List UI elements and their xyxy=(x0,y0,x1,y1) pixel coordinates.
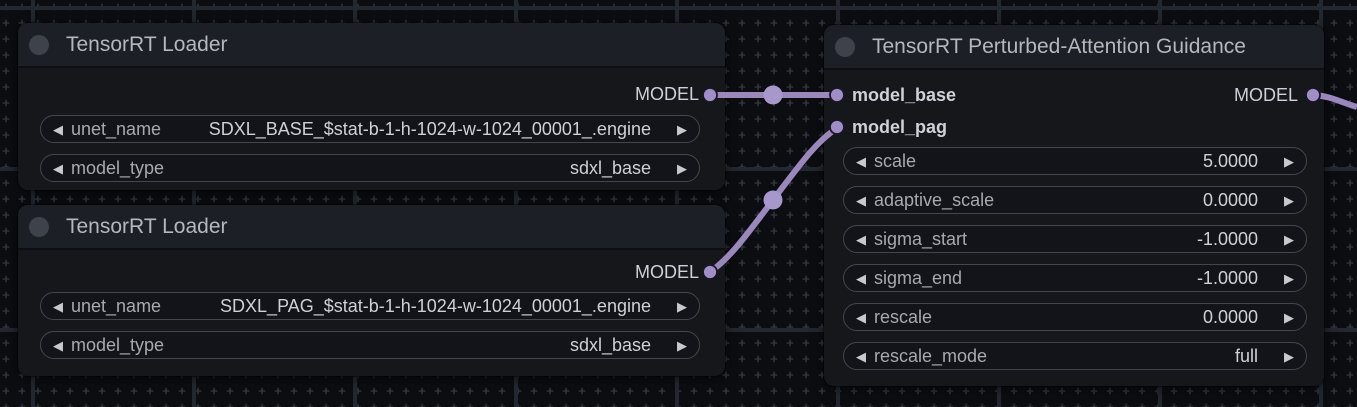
output-slot-label: MODEL xyxy=(634,262,699,282)
widget-sigma-start[interactable]: ◀ sigma_start -1.0000 ▶ xyxy=(843,225,1307,253)
decrement-arrow-icon[interactable]: ◀ xyxy=(856,153,866,169)
link-midpoint-dot[interactable] xyxy=(763,85,783,105)
model-output-port[interactable] xyxy=(702,87,718,103)
increment-arrow-icon[interactable]: ▶ xyxy=(1284,348,1294,364)
model-output-port[interactable] xyxy=(702,264,718,280)
input-slot-model-pag: model_pag xyxy=(852,116,947,138)
widget-value: sdxl_base xyxy=(569,334,651,355)
widget-model-type[interactable]: ◀ model_type sdxl_base ▶ xyxy=(40,331,700,359)
widget-label: sigma_start xyxy=(874,228,968,249)
widget-value: SDXL_PAG_$stat-b-1-h-1024-w-1024_00001_.… xyxy=(220,295,651,316)
node-tensorrt-loader-pag[interactable]: TensorRT Loader MODEL ◀ unet_name SDXL_P… xyxy=(18,205,725,376)
widget-model-type[interactable]: ◀ model_type sdxl_base ▶ xyxy=(40,154,700,182)
collapse-dot-icon[interactable] xyxy=(29,216,49,237)
widget-label: unet_name xyxy=(71,295,162,316)
node-tensorrt-perturbed-attention-guidance[interactable]: TensorRT Perturbed-Attention Guidance mo… xyxy=(824,25,1324,386)
output-slot-model: MODEL xyxy=(635,261,699,283)
decrement-arrow-icon[interactable]: ◀ xyxy=(53,337,63,353)
increment-arrow-icon[interactable]: ▶ xyxy=(677,160,687,176)
widget-label: model_type xyxy=(71,157,165,178)
widget-value: 5.0000 xyxy=(1202,150,1258,171)
node-title-bar[interactable]: TensorRT Loader xyxy=(18,205,725,250)
increment-arrow-icon[interactable]: ▶ xyxy=(677,298,687,314)
decrement-arrow-icon[interactable]: ◀ xyxy=(53,160,63,176)
increment-arrow-icon[interactable]: ▶ xyxy=(1284,192,1294,208)
widget-rescale-mode[interactable]: ◀ rescale_mode full ▶ xyxy=(843,342,1307,370)
decrement-arrow-icon[interactable]: ◀ xyxy=(856,270,866,286)
increment-arrow-icon[interactable]: ▶ xyxy=(1284,270,1294,286)
widget-label: scale xyxy=(874,150,917,171)
widget-value: full xyxy=(1234,345,1258,366)
increment-arrow-icon[interactable]: ▶ xyxy=(677,121,687,137)
widget-adaptive-scale[interactable]: ◀ adaptive_scale 0.0000 ▶ xyxy=(843,186,1307,214)
input-slot-label: model_pag xyxy=(852,117,948,137)
widget-label: rescale_mode xyxy=(874,345,988,366)
model-output-port[interactable] xyxy=(1305,87,1321,103)
widget-rescale[interactable]: ◀ rescale 0.0000 ▶ xyxy=(843,303,1307,331)
input-slot-label: model_base xyxy=(852,85,957,105)
node-title-bar[interactable]: TensorRT Loader xyxy=(18,23,725,68)
model-pag-input-port[interactable] xyxy=(829,119,845,135)
widget-label: adaptive_scale xyxy=(874,189,995,210)
node-title-bar[interactable]: TensorRT Perturbed-Attention Guidance xyxy=(824,25,1324,70)
decrement-arrow-icon[interactable]: ◀ xyxy=(856,192,866,208)
widget-value: sdxl_base xyxy=(569,157,651,178)
link-midpoint-dot[interactable] xyxy=(763,190,783,210)
widget-label: rescale xyxy=(874,306,933,327)
output-slot-label: MODEL xyxy=(634,84,699,104)
collapse-dot-icon[interactable] xyxy=(835,36,855,57)
increment-arrow-icon[interactable]: ▶ xyxy=(677,337,687,353)
node-tensorrt-loader-base[interactable]: TensorRT Loader MODEL ◀ unet_name SDXL_B… xyxy=(18,23,725,190)
output-slot-label: MODEL xyxy=(1233,85,1298,105)
increment-arrow-icon[interactable]: ▶ xyxy=(1284,153,1294,169)
decrement-arrow-icon[interactable]: ◀ xyxy=(53,121,63,137)
increment-arrow-icon[interactable]: ▶ xyxy=(1284,231,1294,247)
widget-label: unet_name xyxy=(71,118,162,139)
widget-value: -1.0000 xyxy=(1196,267,1258,288)
widget-value: SDXL_BASE_$stat-b-1-h-1024-w-1024_00001_… xyxy=(208,118,651,139)
widget-unet-name[interactable]: ◀ unet_name SDXL_BASE_$stat-b-1-h-1024-w… xyxy=(40,115,700,143)
decrement-arrow-icon[interactable]: ◀ xyxy=(856,231,866,247)
widget-value: 0.0000 xyxy=(1202,189,1258,210)
decrement-arrow-icon[interactable]: ◀ xyxy=(856,309,866,325)
model-base-input-port[interactable] xyxy=(829,87,845,103)
widget-unet-name[interactable]: ◀ unet_name SDXL_PAG_$stat-b-1-h-1024-w-… xyxy=(40,292,700,320)
widget-label: model_type xyxy=(71,334,165,355)
output-slot-model: MODEL xyxy=(635,83,699,105)
output-slot-model: MODEL xyxy=(1234,84,1298,106)
input-slot-model-base: model_base xyxy=(852,84,956,106)
widget-label: sigma_end xyxy=(874,267,963,288)
node-title: TensorRT Loader xyxy=(66,214,228,238)
node-title: TensorRT Perturbed-Attention Guidance xyxy=(872,34,1246,58)
decrement-arrow-icon[interactable]: ◀ xyxy=(53,298,63,314)
widget-scale[interactable]: ◀ scale 5.0000 ▶ xyxy=(843,147,1307,175)
widget-value: 0.0000 xyxy=(1202,306,1258,327)
widget-value: -1.0000 xyxy=(1196,228,1258,249)
node-title: TensorRT Loader xyxy=(66,32,228,56)
collapse-dot-icon[interactable] xyxy=(29,34,49,55)
decrement-arrow-icon[interactable]: ◀ xyxy=(856,348,866,364)
widget-sigma-end[interactable]: ◀ sigma_end -1.0000 ▶ xyxy=(843,264,1307,292)
increment-arrow-icon[interactable]: ▶ xyxy=(1284,309,1294,325)
